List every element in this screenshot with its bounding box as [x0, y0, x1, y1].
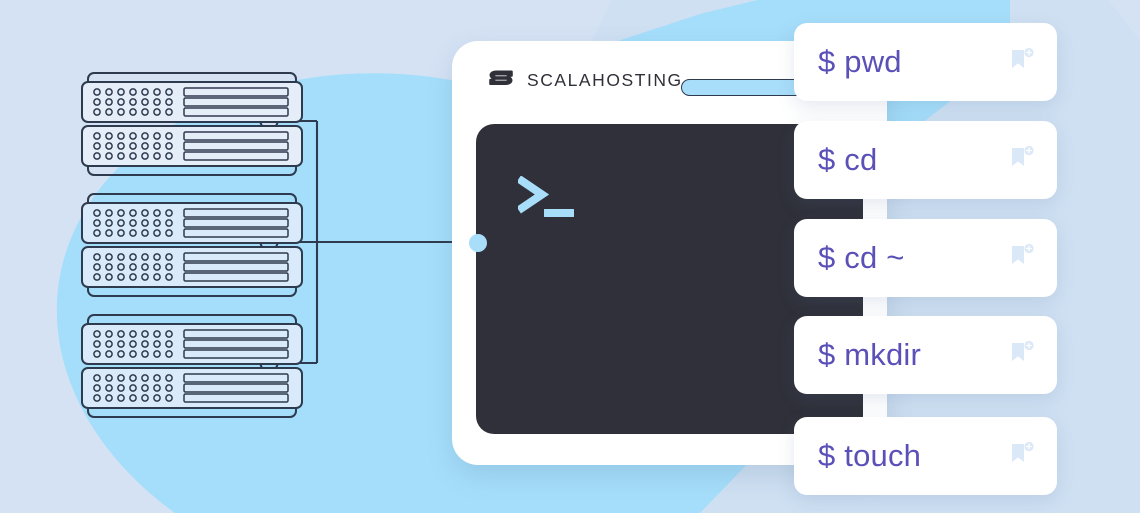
bookmark-add-icon[interactable] [1009, 48, 1035, 76]
command-card-pwd[interactable]: $ pwd [794, 23, 1057, 101]
command-label: $ cd [818, 142, 878, 177]
command-label: $ mkdir [818, 337, 922, 372]
command-label: $ cd ~ [818, 240, 905, 275]
scalahosting-s-logo-icon [489, 70, 513, 86]
bookmark-add-icon[interactable] [1009, 442, 1035, 470]
command-label: $ pwd [818, 44, 902, 79]
brand-lockup: SCALAHOSTING [486, 65, 683, 95]
command-card-cd[interactable]: $ cd [794, 121, 1057, 199]
command-card-mkdir[interactable]: $ mkdir [794, 316, 1057, 394]
command-label: $ touch [818, 438, 922, 473]
server-rack-bottom [80, 312, 320, 420]
brand-name: SCALAHOSTING [527, 69, 683, 90]
server-rack-middle [80, 191, 320, 299]
command-card-touch[interactable]: $ touch [794, 417, 1057, 495]
bookmark-add-icon[interactable] [1009, 146, 1035, 174]
terminal-prompt-icon [518, 176, 580, 224]
terminal-connection-endpoint-icon [469, 234, 487, 252]
command-card-cd-home[interactable]: $ cd ~ [794, 219, 1057, 297]
terminal-titlebar: SCALAHOSTING [452, 41, 887, 119]
server-rack-top [80, 70, 320, 178]
bookmark-add-icon[interactable] [1009, 244, 1035, 272]
bookmark-add-icon[interactable] [1009, 341, 1035, 369]
